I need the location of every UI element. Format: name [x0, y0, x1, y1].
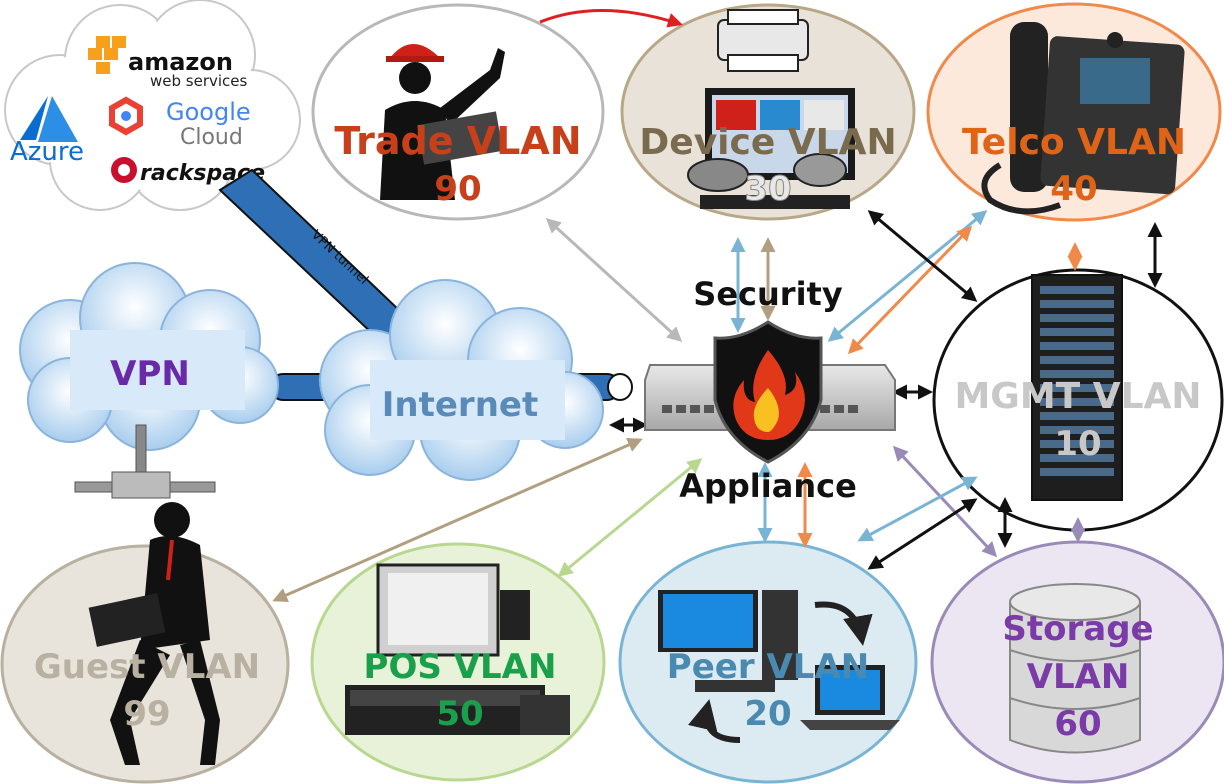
vlan-labels: Trade VLAN 90 Device VLAN 30 Telco VLAN … [34, 119, 1202, 744]
google-cloud-logo-icon [109, 96, 143, 136]
link-appliance-mgmt-blue [857, 476, 978, 542]
aws-sub-label: web services [150, 72, 248, 90]
security-label: Security [693, 275, 843, 313]
pos-terminal-icon [345, 563, 570, 735]
storage-vlan-name-1: Storage [1002, 609, 1153, 649]
internet-cloud: Internet [319, 279, 604, 481]
network-connector-icon [74, 424, 216, 499]
cloud-providers: amazon web services Azure Google Cloud r… [4, 0, 301, 211]
link-trade-appliance [545, 217, 683, 343]
pos-vlan-id: 50 [436, 694, 483, 734]
guest-vlan-name: Guest VLAN [34, 647, 260, 687]
azure-logo-icon [20, 96, 78, 142]
link-telco-appliance-blue [827, 210, 988, 342]
device-vlan-id: 30 [744, 169, 791, 209]
trade-vlan-name: Trade VLAN [334, 119, 581, 163]
device-equipment-icon [687, 9, 855, 209]
mgmt-vlan-id: 10 [1054, 424, 1101, 464]
azure-label: Azure [10, 137, 84, 167]
appliance-label: Appliance [679, 467, 857, 505]
trade-vlan-id: 90 [434, 169, 481, 209]
telco-phone-icon [981, 22, 1185, 215]
telco-vlan-id: 40 [1050, 169, 1097, 209]
storage-vlan-name-2: VLAN [1027, 657, 1130, 697]
rackspace-logo-icon [111, 157, 137, 183]
google-label: Google [166, 98, 251, 126]
aws-logo-icon [88, 36, 126, 74]
vpn-cloud: VPN [19, 262, 279, 451]
internet-label: Internet [382, 385, 538, 425]
vpn-label: VPN [110, 354, 190, 394]
amazon-label: amazon [128, 48, 233, 76]
connection-links [272, 8, 1163, 603]
mgmt-server-rack-icon [1031, 274, 1123, 501]
trade-worker-icon [380, 44, 505, 200]
guest-person-icon [88, 502, 220, 765]
storage-vlan-id: 60 [1054, 704, 1101, 744]
link-device-mgmt [867, 210, 978, 302]
firewall-shield-icon [713, 320, 823, 464]
security-appliance: Security Appliance [644, 275, 896, 505]
link-pos-appliance [557, 458, 703, 577]
appliance-ports-icon [662, 405, 858, 413]
guest-vlan-id: 99 [123, 694, 170, 734]
link-trade-device [539, 8, 683, 28]
pos-vlan-name: POS VLAN [364, 647, 557, 687]
mgmt-vlan-name: MGMT VLAN [954, 376, 1201, 417]
telco-vlan-name: Telco VLAN [962, 122, 1186, 163]
device-vlan-name: Device VLAN [639, 122, 896, 163]
peer-vlan-name: Peer VLAN [667, 647, 869, 687]
link-peer-mgmt [867, 498, 978, 570]
peer-vlan-id: 20 [744, 694, 791, 734]
google-cloud-label: Cloud [180, 125, 243, 150]
peer-computers-icon [658, 590, 900, 743]
storage-database-icon [1009, 583, 1141, 754]
